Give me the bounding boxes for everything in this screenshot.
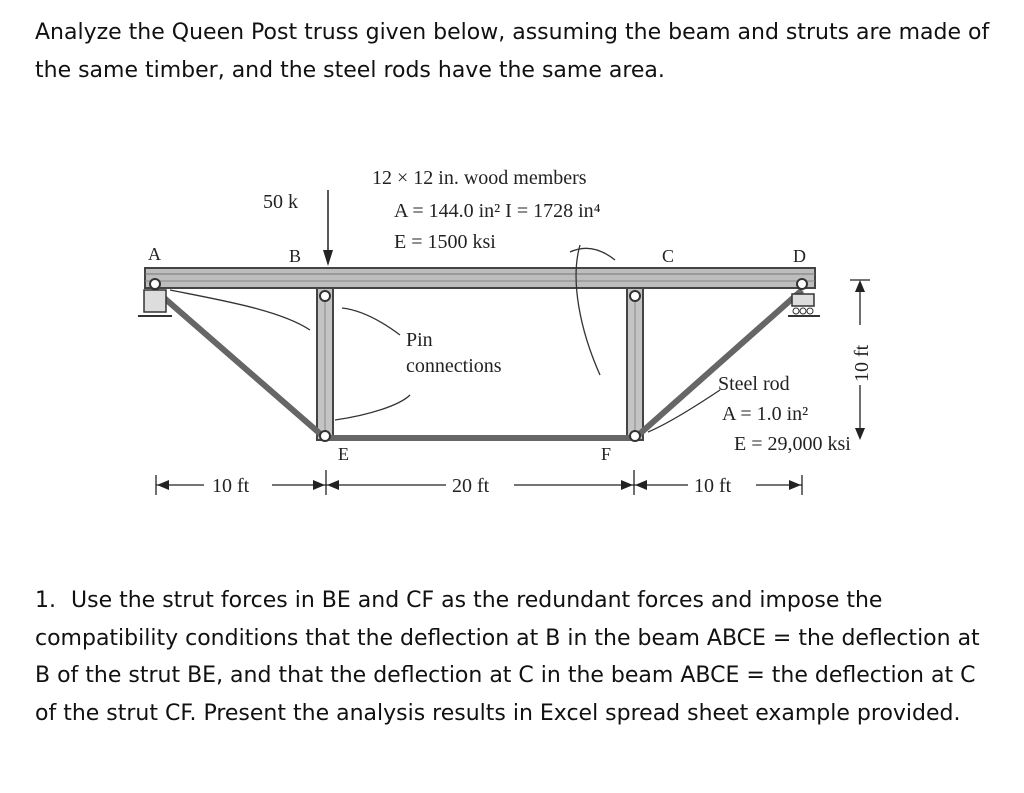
question-1: 1. Use the strut forces in BE and CF as … bbox=[35, 582, 1000, 732]
steel-rod-fd bbox=[633, 287, 804, 441]
pin-label-1: Pin bbox=[406, 329, 433, 351]
pin-b bbox=[319, 290, 331, 302]
callout-b bbox=[341, 307, 401, 336]
wood-modulus: E = 1500 ksi bbox=[394, 231, 496, 253]
node-label-c: C bbox=[662, 246, 674, 266]
pin-a bbox=[149, 278, 161, 290]
wood-size: 12 × 12 in. wood members bbox=[372, 167, 587, 189]
callout-c bbox=[575, 244, 601, 376]
node-label-e: E bbox=[338, 444, 349, 464]
span-label-1: 10 ft bbox=[212, 475, 250, 497]
callout-f bbox=[647, 389, 721, 433]
support-a bbox=[138, 289, 172, 317]
truss-diagram: 50 k A B C D E F 12 × 12 in. wood member… bbox=[138, 167, 873, 498]
span-label-3: 10 ft bbox=[694, 475, 732, 497]
callout-a bbox=[169, 289, 311, 331]
steel-label: Steel rod bbox=[718, 373, 790, 395]
node-label-b: B bbox=[289, 246, 301, 266]
support-d bbox=[788, 293, 820, 317]
pin-label-2: connections bbox=[406, 355, 502, 377]
pin-c bbox=[629, 290, 641, 302]
pin-d bbox=[796, 278, 808, 290]
pin-f bbox=[629, 430, 641, 442]
steel-rod-ae bbox=[153, 287, 327, 441]
queen-post-truss-figure: 50 k A B C D E F 12 × 12 in. wood member… bbox=[130, 150, 900, 510]
span-label-2: 20 ft bbox=[452, 475, 490, 497]
question-number: 1. bbox=[35, 588, 56, 613]
beam-abcd bbox=[144, 267, 816, 289]
pin-e bbox=[319, 430, 331, 442]
question-text: Use the strut forces in BE and CF as the… bbox=[35, 588, 980, 726]
steel-modulus: E = 29,000 ksi bbox=[734, 433, 851, 455]
callout-c-top bbox=[569, 247, 616, 261]
wood-area-inertia: A = 144.0 in² I = 1728 in⁴ bbox=[394, 200, 601, 222]
callout-e bbox=[334, 394, 411, 421]
node-label-a: A bbox=[148, 244, 161, 264]
node-label-d: D bbox=[793, 246, 806, 266]
height-dim-label: 10 ft bbox=[851, 344, 873, 382]
node-label-f: F bbox=[601, 444, 611, 464]
steel-area: A = 1.0 in² bbox=[722, 403, 808, 425]
load-label: 50 k bbox=[263, 191, 298, 213]
problem-statement: Analyze the Queen Post truss given below… bbox=[35, 20, 990, 83]
